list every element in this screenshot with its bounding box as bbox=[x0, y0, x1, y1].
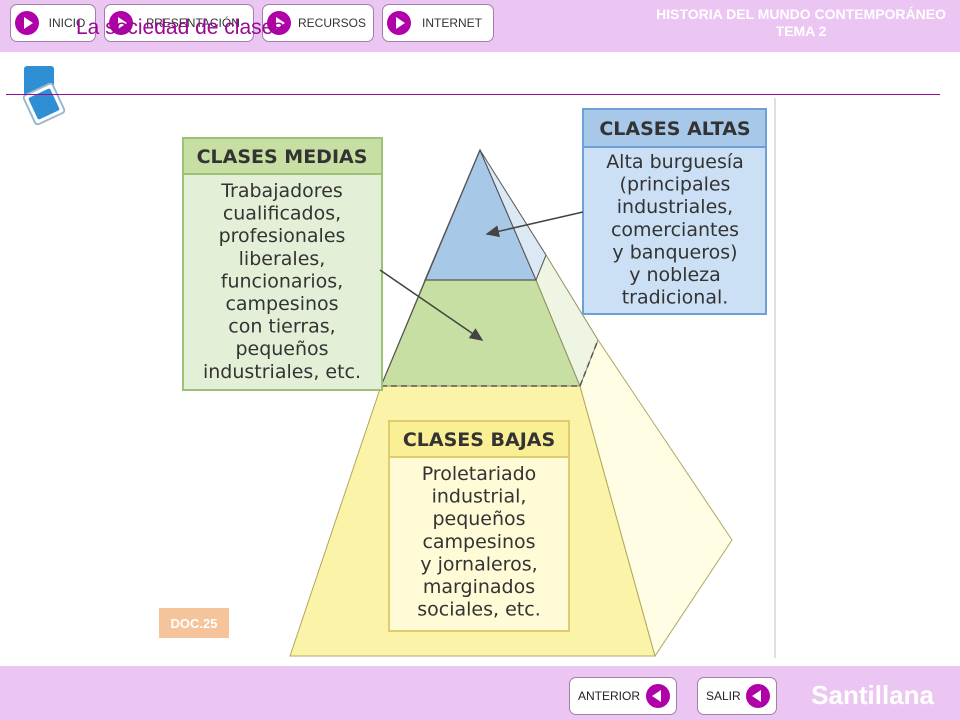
clases-altas-line: y banqueros) bbox=[612, 241, 737, 263]
unit-title: TEMA 2 bbox=[775, 23, 827, 39]
recursos-label: RECURSOS bbox=[297, 16, 366, 30]
play-arrow-icon bbox=[15, 11, 39, 35]
content-divider bbox=[774, 98, 776, 658]
clases-altas-line: tradicional. bbox=[622, 287, 729, 309]
internet-label: INTERNET bbox=[422, 16, 482, 30]
recursos-button[interactable]: RECURSOS bbox=[262, 4, 374, 42]
side-divider-dashed bbox=[579, 339, 599, 387]
back-arrow-icon bbox=[746, 684, 770, 708]
inicio-label: INICIO bbox=[48, 16, 86, 30]
inicio-button[interactable]: INICIO bbox=[10, 4, 96, 42]
subject-title: HISTORIA DEL MUNDO CONTEMPORÁNEO bbox=[656, 6, 946, 22]
title-divider bbox=[6, 94, 940, 95]
clases-medias-line: profesionales bbox=[219, 225, 346, 247]
clases-medias-heading: CLASES MEDIAS bbox=[197, 146, 368, 168]
back-arrow-icon bbox=[646, 684, 670, 708]
clases-altas-text: Alta burguesía(principalesindustriales,c… bbox=[606, 151, 744, 309]
pyramid-edge bbox=[380, 149, 481, 387]
internet-button[interactable]: INTERNET bbox=[382, 4, 494, 42]
clases-medias-line: liberales, bbox=[239, 248, 326, 270]
clases-medias-line: Trabajadores bbox=[220, 180, 343, 202]
clases-medias-line: con tierras, bbox=[228, 316, 335, 338]
clases-altas-header bbox=[582, 108, 767, 148]
clases-medias-line: campesinos bbox=[225, 293, 338, 315]
anterior-label: ANTERIOR bbox=[578, 689, 641, 703]
salir-label: SALIR bbox=[706, 689, 741, 703]
arrow-to-top-level bbox=[485, 211, 584, 238]
arrow-to-middle-level bbox=[379, 269, 484, 341]
clases-bajas-text: Proletariadoindustrial,pequeñoscampesino… bbox=[417, 463, 540, 621]
clases-bajas-header bbox=[388, 420, 570, 458]
clases-bajas-heading: CLASES BAJAS bbox=[403, 429, 555, 451]
clases-medias-line: cualificados, bbox=[223, 203, 341, 225]
clases-bajas-line: campesinos bbox=[422, 531, 535, 553]
clases-altas-line: comerciantes bbox=[611, 219, 739, 241]
clases-medias-header bbox=[182, 137, 383, 175]
bottom-navigation-bar bbox=[0, 666, 960, 720]
clases-altas-line: y nobleza bbox=[629, 264, 721, 286]
clases-medias-line: pequeños bbox=[235, 338, 328, 360]
clases-medias-line: funcionarios, bbox=[221, 270, 343, 292]
anterior-button[interactable]: ANTERIOR bbox=[569, 677, 677, 715]
document-label: DOC.25 bbox=[159, 608, 229, 638]
play-arrow-icon bbox=[267, 11, 291, 35]
play-arrow-icon bbox=[387, 11, 411, 35]
pyramid-top-side bbox=[479, 149, 547, 282]
play-arrow-icon bbox=[109, 11, 133, 35]
clases-bajas-line: y jornaleros, bbox=[420, 553, 537, 575]
squares-logo-icon bbox=[22, 66, 66, 126]
clases-bajas-line: industrial, bbox=[432, 486, 527, 508]
clases-bajas-line: marginados bbox=[423, 576, 535, 598]
clases-bajas-line: Proletariado bbox=[422, 463, 537, 485]
clases-medias-line: industriales, etc. bbox=[203, 361, 361, 383]
clases-medias-box bbox=[182, 137, 383, 391]
clases-bajas-line: pequeños bbox=[432, 508, 525, 530]
presentacion-label: PRESENTACIÓN bbox=[146, 16, 240, 30]
brand-logo-text: Santillana bbox=[811, 680, 934, 710]
salir-button[interactable]: SALIR bbox=[697, 677, 777, 715]
clases-altas-line: industriales, bbox=[617, 196, 733, 218]
clases-altas-line: Alta burguesía bbox=[606, 151, 744, 173]
presentacion-button[interactable]: PRESENTACIÓN bbox=[104, 4, 254, 42]
course-header: HISTORIA DEL MUNDO CONTEMPORÁNEO TEMA 2 bbox=[656, 6, 946, 40]
clases-altas-line: (principales bbox=[620, 174, 731, 196]
clases-medias-text: Trabajadorescualificados,profesionalesli… bbox=[203, 180, 361, 383]
clases-bajas-line: sociales, etc. bbox=[417, 599, 540, 621]
clases-altas-heading: CLASES ALTAS bbox=[599, 118, 750, 140]
page-title: La sociedad de clases bbox=[76, 16, 284, 39]
